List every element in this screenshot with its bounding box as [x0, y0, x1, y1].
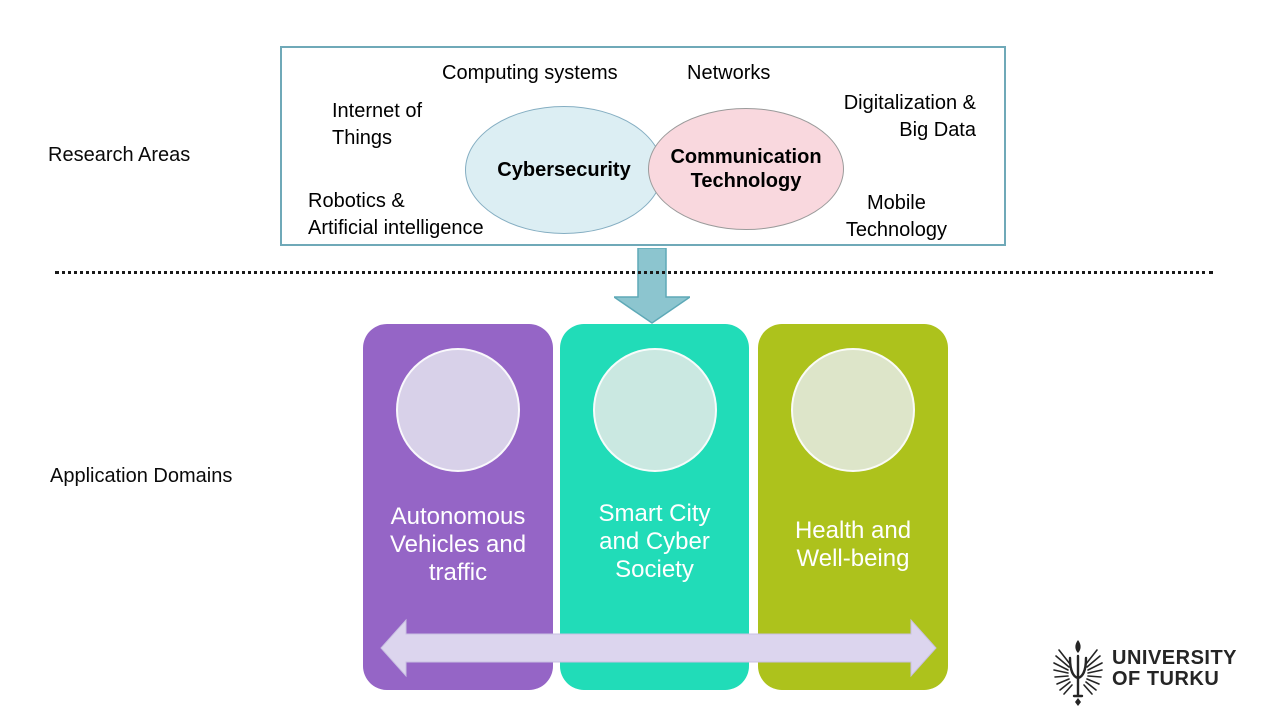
topic-internet-of-things: Internet of Things	[332, 100, 423, 149]
card-circle-autonomous	[396, 348, 520, 472]
down-arrow-shape	[614, 248, 690, 324]
card-label-autonomous: Autonomous Vehicles and traffic	[389, 503, 527, 586]
dotted-divider-line	[55, 271, 1213, 274]
research-areas-label: Research Areas	[48, 144, 191, 166]
card-circle-health	[791, 348, 915, 472]
card-label-smart-city: Smart City and Cyber Society	[598, 500, 711, 583]
horizontal-double-arrow-shape	[380, 618, 937, 678]
topic-computing-systems: Computing systems	[442, 62, 618, 84]
topic-mobile-technology: Mobile Technology	[845, 192, 947, 241]
card-label-health: Health and Well-being	[794, 517, 912, 572]
down-arrow-icon	[614, 248, 690, 324]
application-domains-label: Application Domains	[50, 465, 233, 487]
communication-technology-label: Communication Technology	[670, 146, 822, 192]
research-areas-box: Computing systems Networks Internet of T…	[280, 46, 1006, 246]
horizontal-double-arrow-icon	[380, 618, 937, 678]
card-smart-city: Smart City and Cyber Society	[560, 324, 749, 690]
topic-robotics-ai: Robotics & Artificial intelligence	[308, 190, 484, 239]
cybersecurity-ellipse: Cybersecurity	[465, 106, 663, 234]
communication-technology-ellipse: Communication Technology	[648, 108, 844, 230]
card-circle-smart-city	[592, 348, 717, 472]
cybersecurity-label: Cybersecurity	[497, 159, 631, 181]
topic-networks: Networks	[687, 62, 771, 84]
logo-text-line1: UNIVERSITY	[1112, 647, 1238, 669]
topic-digitalization-big-data: Digitalization & Big Data	[843, 92, 976, 141]
card-autonomous-vehicles: Autonomous Vehicles and traffic	[363, 324, 553, 690]
university-of-turku-logo: UNIVERSITY OF TURKU	[1052, 636, 1237, 708]
torch-emblem-icon	[1053, 640, 1103, 706]
logo-text-line2: OF TURKU	[1112, 668, 1220, 690]
